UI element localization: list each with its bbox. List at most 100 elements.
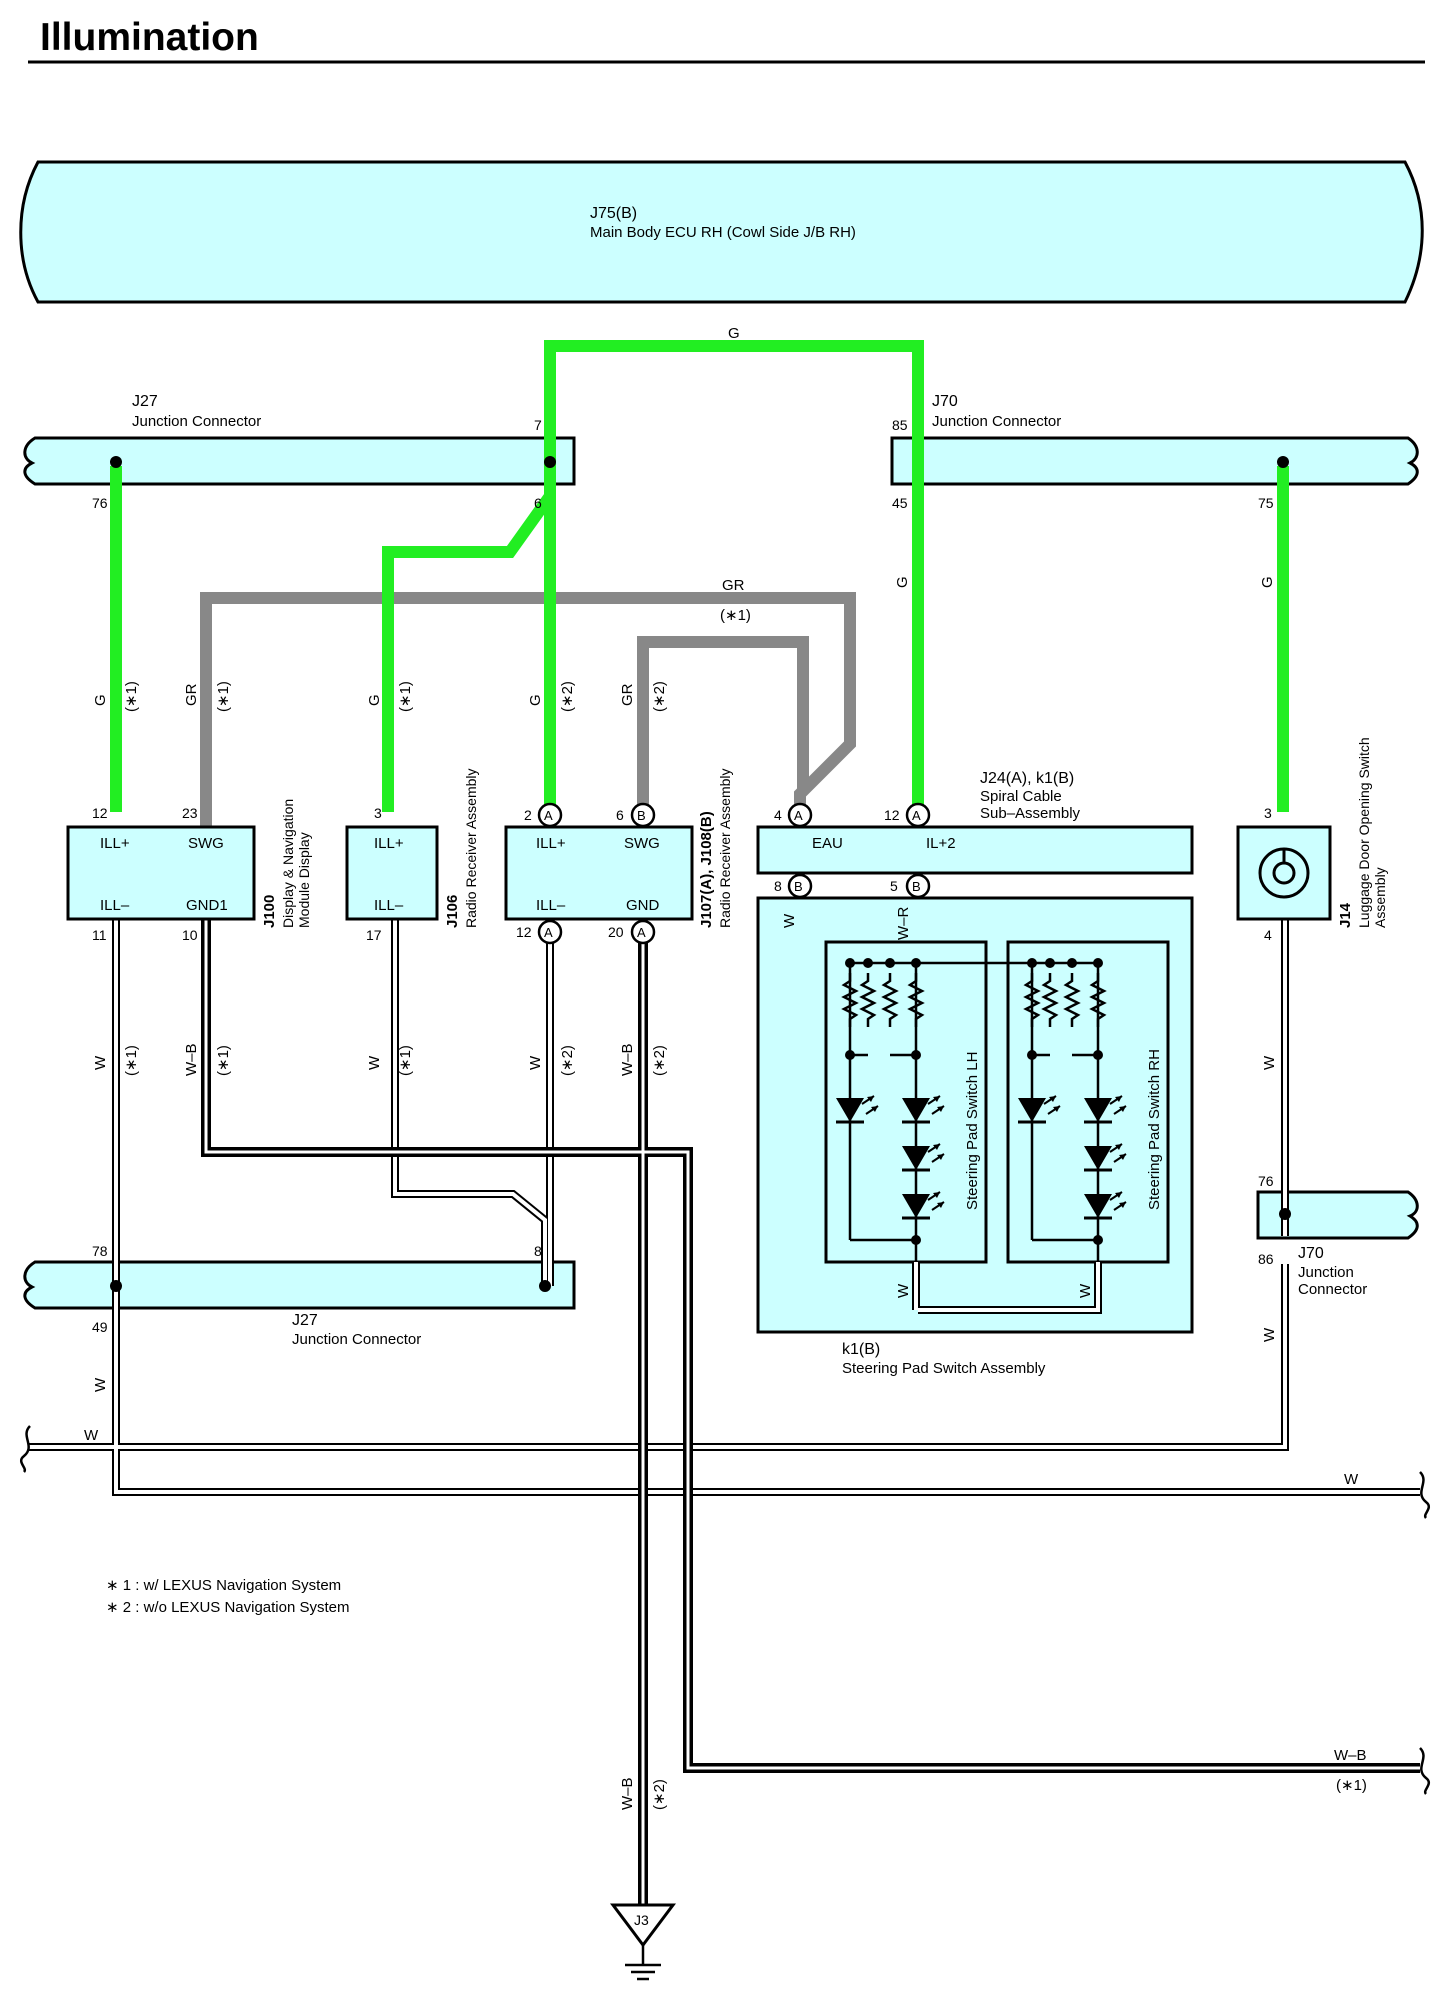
j27-bottom-code: J27 <box>292 1312 318 1329</box>
svg-text:W–B: W–B <box>619 1777 636 1810</box>
k1-name: Steering Pad Switch Assembly <box>842 1360 1046 1377</box>
svg-text:78: 78 <box>92 1243 108 1259</box>
k1-code: k1(B) <box>842 1341 880 1358</box>
svg-text:G: G <box>92 694 109 706</box>
j106-radio-receiver: ILL+ ILL– J106 Radio Receiver Assembly <box>345 768 479 928</box>
j14-code: J14 <box>1337 902 1354 928</box>
svg-text:(∗2): (∗2) <box>651 1045 668 1076</box>
svg-text:W: W <box>781 913 798 928</box>
wire-labels-horizontal: G GR (∗1) W W W–B (∗1) <box>84 325 1367 1794</box>
svg-text:12: 12 <box>516 924 532 940</box>
j75-main-body-ecu: J75(B) Main Body ECU RH (Cowl Side J/B R… <box>19 160 1424 304</box>
svg-text:G: G <box>1259 576 1276 588</box>
marker-j107-20: A <box>630 919 656 945</box>
j70-bottom-code: J70 <box>1298 1245 1324 1262</box>
j14-name-2: Assembly <box>1372 867 1388 928</box>
svg-text:A: A <box>544 925 553 940</box>
svg-text:(∗2): (∗2) <box>559 681 576 712</box>
svg-text:W–R: W–R <box>895 907 912 941</box>
j100-name-2: Module Display <box>296 832 312 928</box>
j24-il2: IL+2 <box>926 835 956 852</box>
svg-text:8: 8 <box>774 878 782 894</box>
j24-spiral-cable: EAU IL+2 J24(A), k1(B) Spiral Cable Sub–… <box>756 770 1194 875</box>
svg-text:GR: GR <box>183 683 200 706</box>
svg-text:6: 6 <box>616 807 624 823</box>
svg-text:W–B: W–B <box>619 1043 636 1076</box>
j27-top-junction-connector: J27 Junction Connector <box>23 393 576 486</box>
svg-text:GR: GR <box>619 683 636 706</box>
svg-text:B: B <box>912 879 921 894</box>
svg-text:3: 3 <box>1264 805 1272 821</box>
j14-luggage-door-switch: J14 Luggage Door Opening Switch Assembly <box>1236 737 1388 928</box>
svg-text:W: W <box>92 1377 109 1392</box>
svg-text:(∗1): (∗1) <box>123 1045 140 1076</box>
svg-text:86: 86 <box>1258 1251 1274 1267</box>
svg-text:45: 45 <box>892 495 908 511</box>
k1-lh-label: Steering Pad Switch LH <box>964 1052 981 1210</box>
svg-text:49: 49 <box>92 1319 108 1335</box>
svg-text:W: W <box>1261 1055 1278 1070</box>
svg-text:(∗1): (∗1) <box>397 681 414 712</box>
svg-text:11: 11 <box>92 927 107 943</box>
j106-ill-plus: ILL+ <box>374 835 404 852</box>
j3-code: J3 <box>634 1912 649 1928</box>
j70-top-name: Junction Connector <box>932 413 1061 430</box>
svg-text:GR: GR <box>722 577 745 594</box>
svg-text:W–B: W–B <box>183 1043 200 1076</box>
j107-code: J107(A), J108(B) <box>698 811 715 928</box>
svg-text:76: 76 <box>1258 1173 1274 1189</box>
marker-j24-8: B <box>787 873 813 899</box>
j27-top-code: J27 <box>132 393 158 410</box>
j107-ill-plus: ILL+ <box>536 835 566 852</box>
white-black-wires <box>201 920 1420 1905</box>
svg-text:W: W <box>527 1055 544 1070</box>
white-wires <box>28 882 1420 1496</box>
j24-name-1: Spiral Cable <box>980 788 1062 805</box>
j27-bottom-name: Junction Connector <box>292 1331 421 1348</box>
svg-text:G: G <box>366 694 383 706</box>
marker-j24-4: A <box>787 802 813 828</box>
svg-text:W: W <box>84 1427 99 1444</box>
j100-name-1: Display & Navigation <box>280 799 296 928</box>
marker-j107-2: A <box>537 802 563 828</box>
svg-text:(∗1): (∗1) <box>215 1045 232 1076</box>
svg-text:10: 10 <box>182 927 198 943</box>
wire-labels-vertical: G (∗1) GR (∗1) G (∗1) G (∗2) GR (∗2) G G… <box>92 576 1278 1810</box>
gray-wires <box>200 592 856 826</box>
svg-text:W: W <box>1077 1283 1094 1298</box>
marker-j107-12: A <box>537 919 563 945</box>
svg-text:12: 12 <box>92 805 108 821</box>
svg-text:12: 12 <box>884 807 900 823</box>
svg-text:A: A <box>912 808 921 823</box>
j100-swg: SWG <box>188 835 224 852</box>
svg-text:23: 23 <box>182 805 198 821</box>
j100-code: J100 <box>261 895 278 928</box>
note-1: ∗ 1 : w/ LEXUS Navigation System <box>106 1577 341 1594</box>
ground-icon <box>610 1903 676 1948</box>
j100-ill-plus: ILL+ <box>100 835 130 852</box>
svg-text:G: G <box>728 325 740 342</box>
bus-breaks <box>19 1425 1431 1795</box>
svg-text:(∗1): (∗1) <box>397 1045 414 1076</box>
svg-text:(∗1): (∗1) <box>720 607 751 624</box>
svg-text:7: 7 <box>534 417 542 433</box>
j14-name-1: Luggage Door Opening Switch <box>1356 737 1372 928</box>
marker-j24-5: B <box>905 873 931 899</box>
svg-text:5: 5 <box>890 878 898 894</box>
k1-lh-nodes <box>845 958 921 1245</box>
svg-text:A: A <box>637 925 646 940</box>
j100-display-navigation-module: ILL+ SWG ILL– GND1 J100 Display & Naviga… <box>66 799 312 928</box>
j70-bottom-name-1: Junction <box>1298 1264 1354 1281</box>
j27-top-name: Junction Connector <box>132 413 261 430</box>
k1-steering-pad-switch-assembly: k1(B) Steering Pad Switch Assembly Steer… <box>756 896 1194 1377</box>
j70-bottom-name-2: Connector <box>1298 1281 1367 1298</box>
j70-top-code: J70 <box>932 393 958 410</box>
svg-text:(∗1): (∗1) <box>1336 1777 1367 1794</box>
j75-code: J75(B) <box>590 205 637 222</box>
k1-internal-white <box>912 1262 1102 1314</box>
svg-text:3: 3 <box>374 805 382 821</box>
svg-text:A: A <box>794 808 803 823</box>
marker-j24-12: A <box>905 802 931 828</box>
svg-text:W: W <box>366 1055 383 1070</box>
